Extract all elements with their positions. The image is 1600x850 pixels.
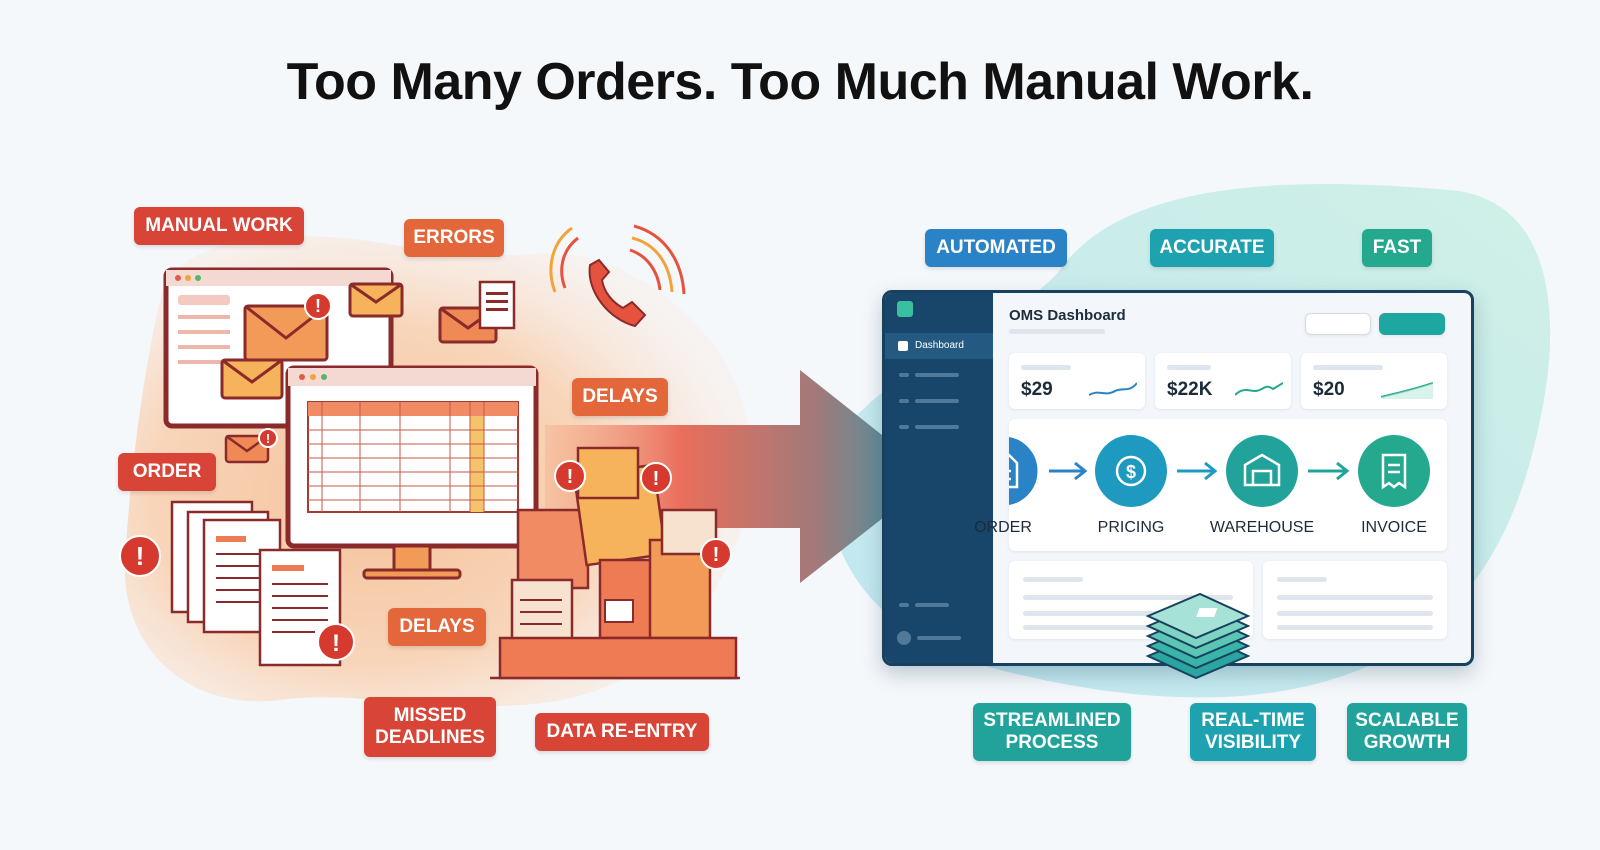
warning-icon: ! [317, 623, 355, 661]
sidebar-item-icon [899, 425, 909, 429]
flow-graphic: $ [1009, 433, 1430, 509]
flow-step-warehouse: WAREHOUSE [1209, 519, 1315, 536]
order-icon [1009, 433, 1041, 509]
tag-data-reentry: DATA RE-ENTRY [535, 713, 709, 751]
sidebar-item-icon [899, 373, 909, 377]
logo-icon [897, 301, 913, 317]
page-title: Too Many Orders. Too Much Manual Work. [286, 53, 1314, 111]
tag-missed-deadlines: MISSED DEADLINES [364, 697, 496, 757]
tag-accurate: ACCURATE [1150, 229, 1274, 267]
warning-icon: ! [258, 428, 278, 448]
tag-streamlined-process: STREAMLINED PROCESS [973, 703, 1131, 761]
sparkline [1381, 382, 1433, 399]
dashboard-sidebar: Dashboard [885, 293, 993, 663]
kpi-card: $22K [1155, 353, 1291, 409]
envelope-icon [243, 304, 329, 362]
table-row [1023, 611, 1233, 616]
sidebar-item-placeholder[interactable] [915, 399, 959, 403]
warning-icon: ! [119, 535, 161, 577]
table-row [1023, 577, 1083, 582]
sparkline [1089, 382, 1137, 396]
secondary-button[interactable] [1305, 313, 1371, 335]
sidebar-item-placeholder[interactable] [915, 373, 959, 377]
sidebar-item-label: Dashboard [915, 340, 964, 351]
svg-text:!: ! [567, 466, 574, 488]
tag-realtime-visibility: REAL-TIME VISIBILITY [1190, 703, 1316, 761]
warning-icon: ! [554, 460, 586, 492]
sidebar-item-placeholder[interactable] [915, 603, 949, 607]
kpi-value: $22K [1167, 379, 1213, 400]
sidebar-item-icon [899, 399, 909, 403]
list-item [1277, 611, 1433, 616]
phone-icon [549, 224, 686, 328]
tag-errors: ERRORS [404, 219, 504, 257]
gear-icon [899, 603, 909, 607]
tag-delays-bottom: DELAYS [388, 608, 486, 646]
tag-fast: FAST [1362, 229, 1432, 267]
svg-text:$: $ [1126, 462, 1136, 482]
chaos-illustration: ! ! ! ! ! ! ! [119, 224, 740, 680]
svg-text:!: ! [653, 468, 660, 490]
avatar[interactable] [897, 631, 911, 645]
kpi-value: $29 [1021, 379, 1053, 400]
dashboard-title: OMS Dashboard [1009, 307, 1126, 324]
warning-icon: ! [700, 538, 732, 570]
subtitle-placeholder [1009, 329, 1105, 334]
tag-manual-work: MANUAL WORK [134, 207, 304, 245]
svg-text:!: ! [136, 541, 145, 571]
svg-text:!: ! [315, 296, 321, 316]
kpi-label-placeholder [1167, 365, 1211, 370]
table-row [1023, 595, 1233, 600]
summary-card [1263, 561, 1447, 639]
warning-icon: ! [640, 462, 672, 494]
sparkline [1235, 382, 1283, 396]
kpi-card: $29 [1009, 353, 1145, 409]
kpi-label-placeholder [1313, 365, 1383, 370]
envelope-icon [438, 280, 516, 344]
kpi-value: $20 [1313, 379, 1345, 400]
front-monitor [285, 365, 539, 580]
flow-step-invoice: INVOICE [1361, 519, 1427, 536]
flow-step-order: ORDER [974, 519, 1032, 536]
transition-arrow [545, 370, 935, 583]
svg-text:!: ! [332, 630, 340, 657]
kpi-card: $20 [1301, 353, 1447, 409]
tag-scalable-growth: SCALABLE GROWTH [1347, 703, 1467, 761]
warning-icon: ! [304, 292, 332, 320]
list-item [1277, 595, 1433, 600]
tag-order: ORDER [118, 453, 216, 491]
boxes-pile [490, 446, 740, 680]
list-item [1277, 625, 1433, 630]
envelope-icon [348, 282, 404, 318]
pricing-icon [1095, 435, 1167, 507]
kpi-label-placeholder [1021, 365, 1071, 370]
tag-delays-top: DELAYS [572, 378, 668, 416]
primary-button[interactable] [1379, 313, 1445, 335]
svg-text:!: ! [713, 544, 720, 566]
envelope-icon [220, 358, 284, 400]
svg-text:!: ! [266, 431, 270, 446]
flow-step-pricing: PRICING [1097, 519, 1165, 536]
sidebar-item-placeholder[interactable] [915, 425, 959, 429]
table-row [1023, 625, 1233, 630]
list-item [1277, 577, 1327, 582]
tag-automated: AUTOMATED [925, 229, 1067, 267]
layers-icon [1145, 592, 1251, 680]
sidebar-user-placeholder [917, 636, 961, 640]
order-flow-card: $ ORDER PRICING WAREHOUSE INVOICE [974, 419, 1447, 551]
grid-icon [898, 341, 908, 351]
